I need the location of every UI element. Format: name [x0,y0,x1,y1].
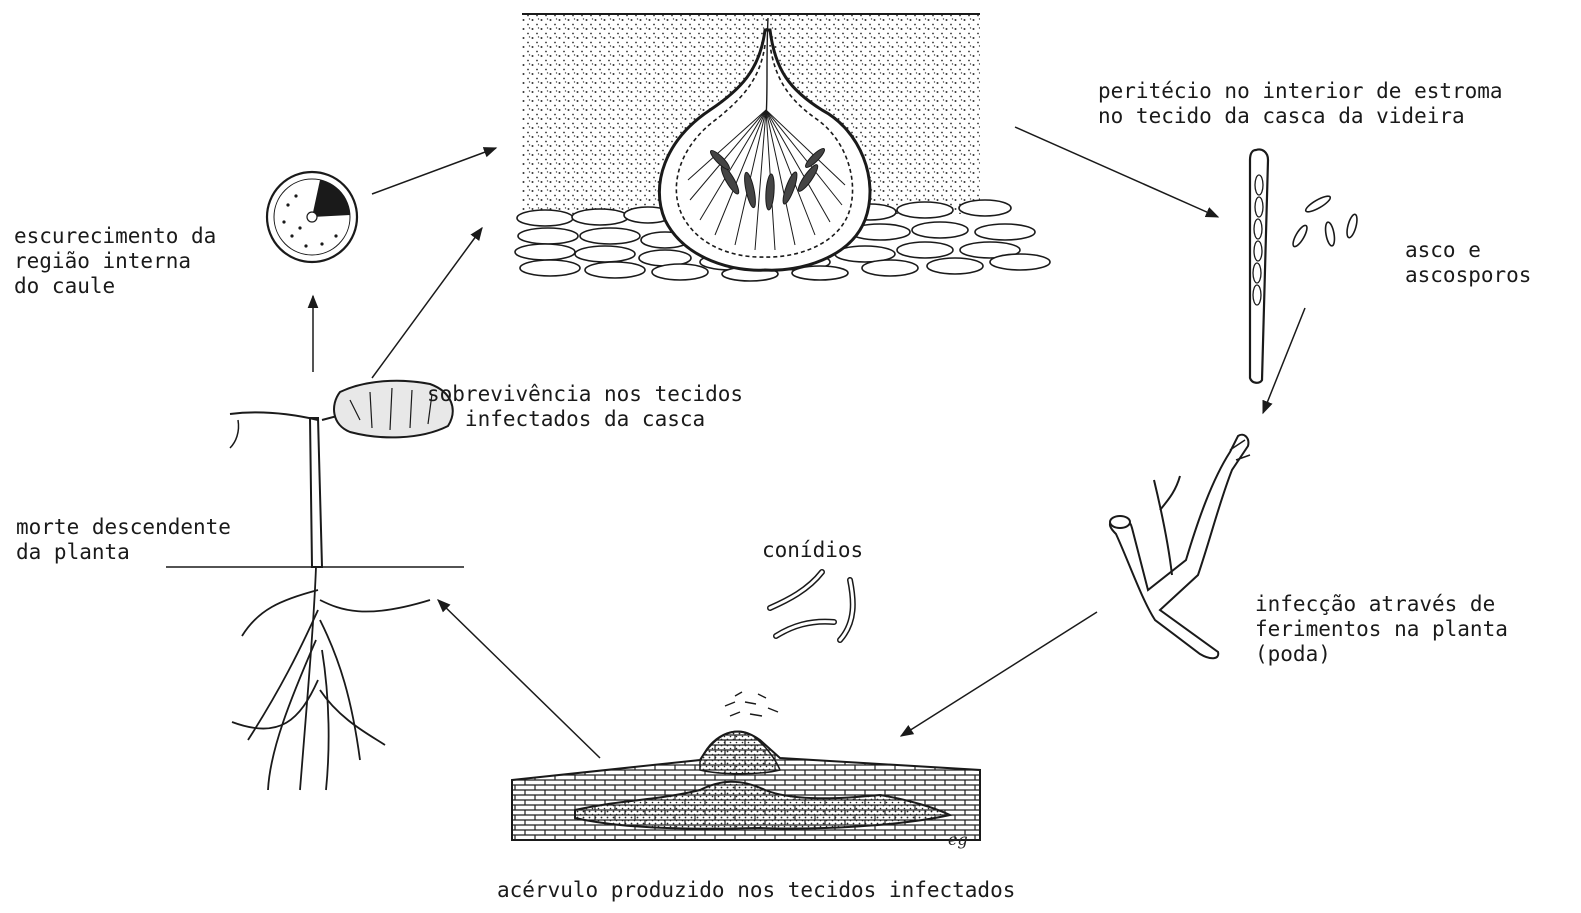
arrow-ascus-to-branch [1263,308,1305,413]
arrow-acervulus-to-plant [438,600,600,758]
artist-signature: eg [948,830,968,849]
ascus-with-ascospores-illustration [1250,149,1359,382]
pruned-vine-branch-illustration [1110,435,1250,659]
perithecium-cross-section-illustration [515,14,1050,281]
conidios-label: conídios [762,538,863,563]
acervulo-label: acérvulo produzido nos tecidos infectado… [497,878,1015,903]
stem-cross-section-illustration [267,172,357,262]
conidia-illustration [770,572,853,640]
acervulus-cross-section-illustration [512,692,980,840]
arrow-stem-to-perithecium [372,148,496,194]
arrow-branch-to-acervulus [901,612,1097,736]
